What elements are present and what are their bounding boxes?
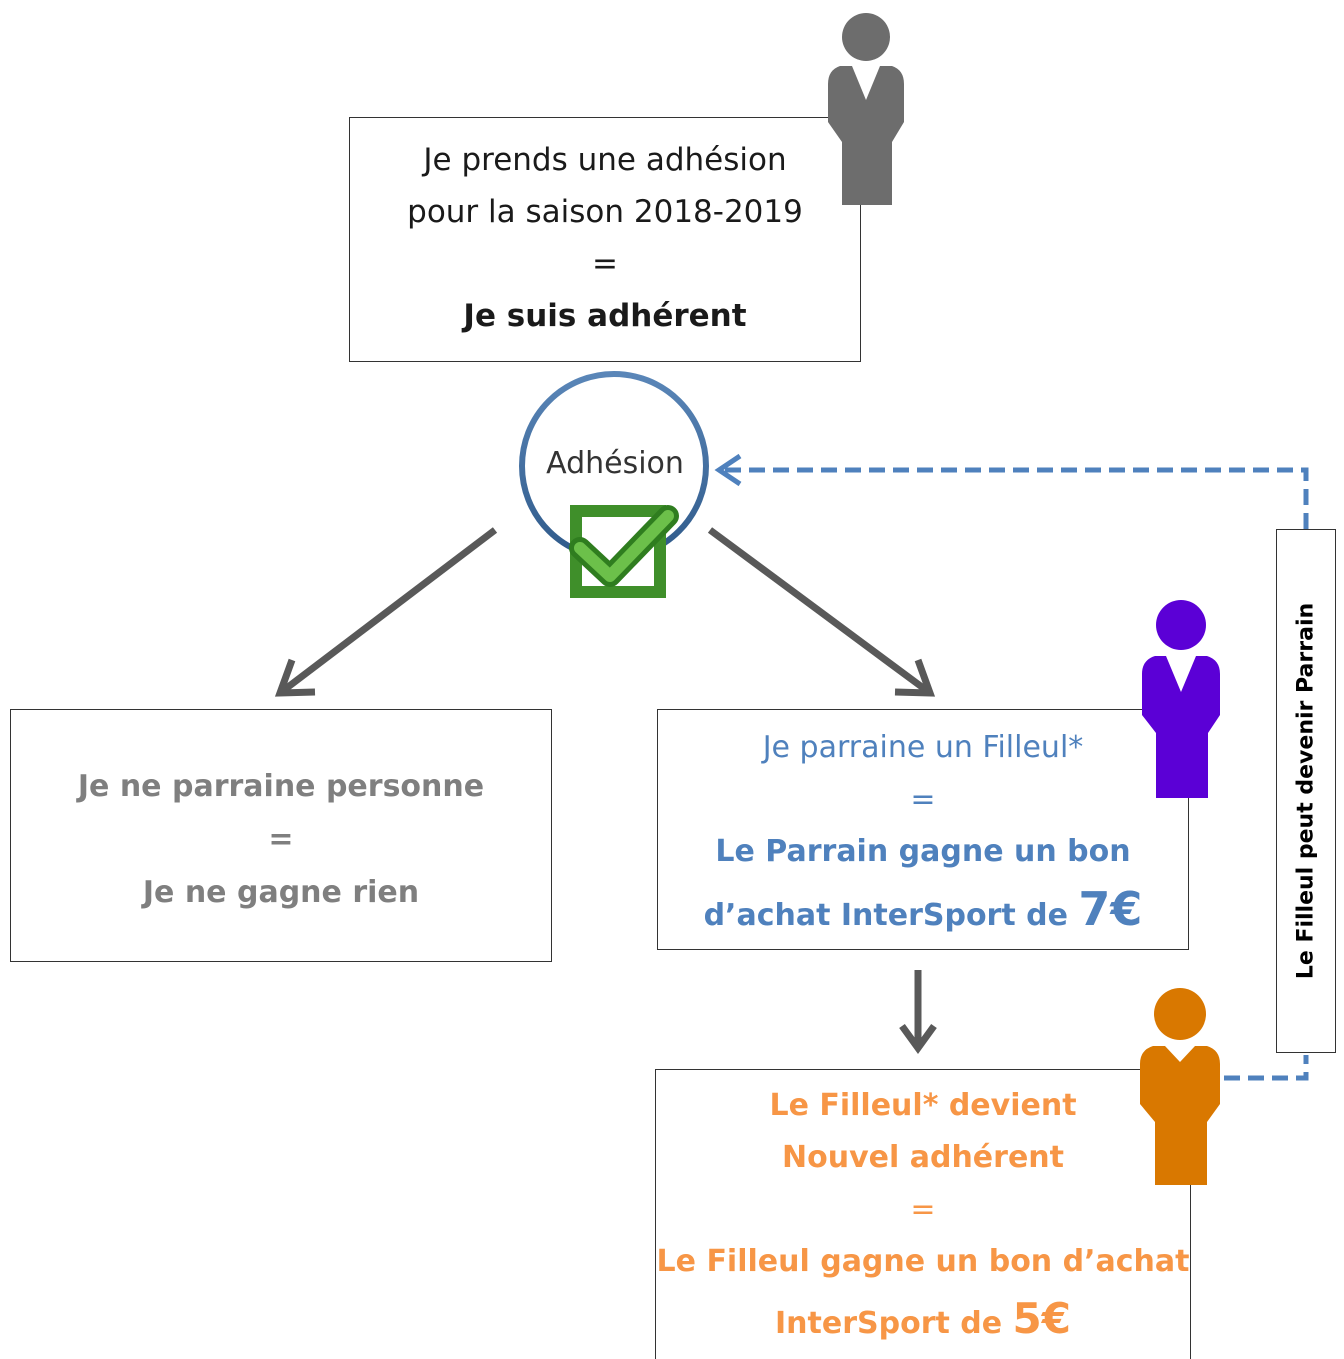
godchild-line-4: InterSport de 5€ <box>656 1288 1190 1355</box>
no-sponsor-line-2: Je ne gagne rien <box>142 875 420 910</box>
arrow-to-sponsor <box>707 527 936 697</box>
adherent-person-icon <box>828 13 904 205</box>
sponsor-equals: = <box>910 782 936 817</box>
sponsor-person-icon <box>1142 600 1220 798</box>
sponsor-box: Je parraine un Filleul* = Le Parrain gag… <box>657 709 1189 950</box>
godchild-box: Le Filleul* devient Nouvel adhérent = Le… <box>655 1069 1191 1359</box>
checkmark-icon <box>569 505 679 598</box>
godchild-person-icon <box>1140 988 1220 1185</box>
no-sponsor-box: Je ne parraine personne = Je ne gagne ri… <box>10 709 552 962</box>
godchild-amount: 5€ <box>1012 1294 1071 1343</box>
godchild-line-2: Nouvel adhérent <box>782 1140 1064 1175</box>
godchild-line-3: Le Filleul gagne un bon d’achat <box>656 1244 1190 1279</box>
sponsor-line-3: d’achat InterSport de 7€ <box>658 878 1188 947</box>
adhesion-result: Je suis adhérent <box>463 298 747 334</box>
no-sponsor-line-1: Je ne parraine personne <box>77 769 485 804</box>
sponsor-amount: 7€ <box>1078 882 1143 936</box>
adhesion-badge-label: Adhésion <box>546 446 684 481</box>
arrow-to-godchild <box>899 970 937 1054</box>
sponsor-line-2: Le Parrain gagne un bon <box>715 834 1131 869</box>
sponsor-line-3-text: d’achat InterSport de <box>703 898 1079 933</box>
adhesion-line-2: pour la saison 2018-2019 <box>407 194 803 230</box>
arrow-to-no-sponsor <box>274 527 498 697</box>
no-sponsor-equals: = <box>268 822 294 857</box>
adhesion-equals: = <box>592 246 618 282</box>
side-note-box: Le Filleul peut devenir Parrain <box>1276 529 1336 1053</box>
godchild-line-1: Le Filleul* devient <box>769 1088 1077 1123</box>
adhesion-box: Je prends une adhésion pour la saison 20… <box>349 117 861 362</box>
dashed-feedback-arrow <box>714 453 1309 1081</box>
adhesion-line-1: Je prends une adhésion <box>423 142 787 178</box>
sponsor-line-1: Je parraine un Filleul* <box>762 730 1084 765</box>
godchild-equals: = <box>910 1192 936 1227</box>
godchild-line-4-text: InterSport de <box>775 1306 1013 1341</box>
